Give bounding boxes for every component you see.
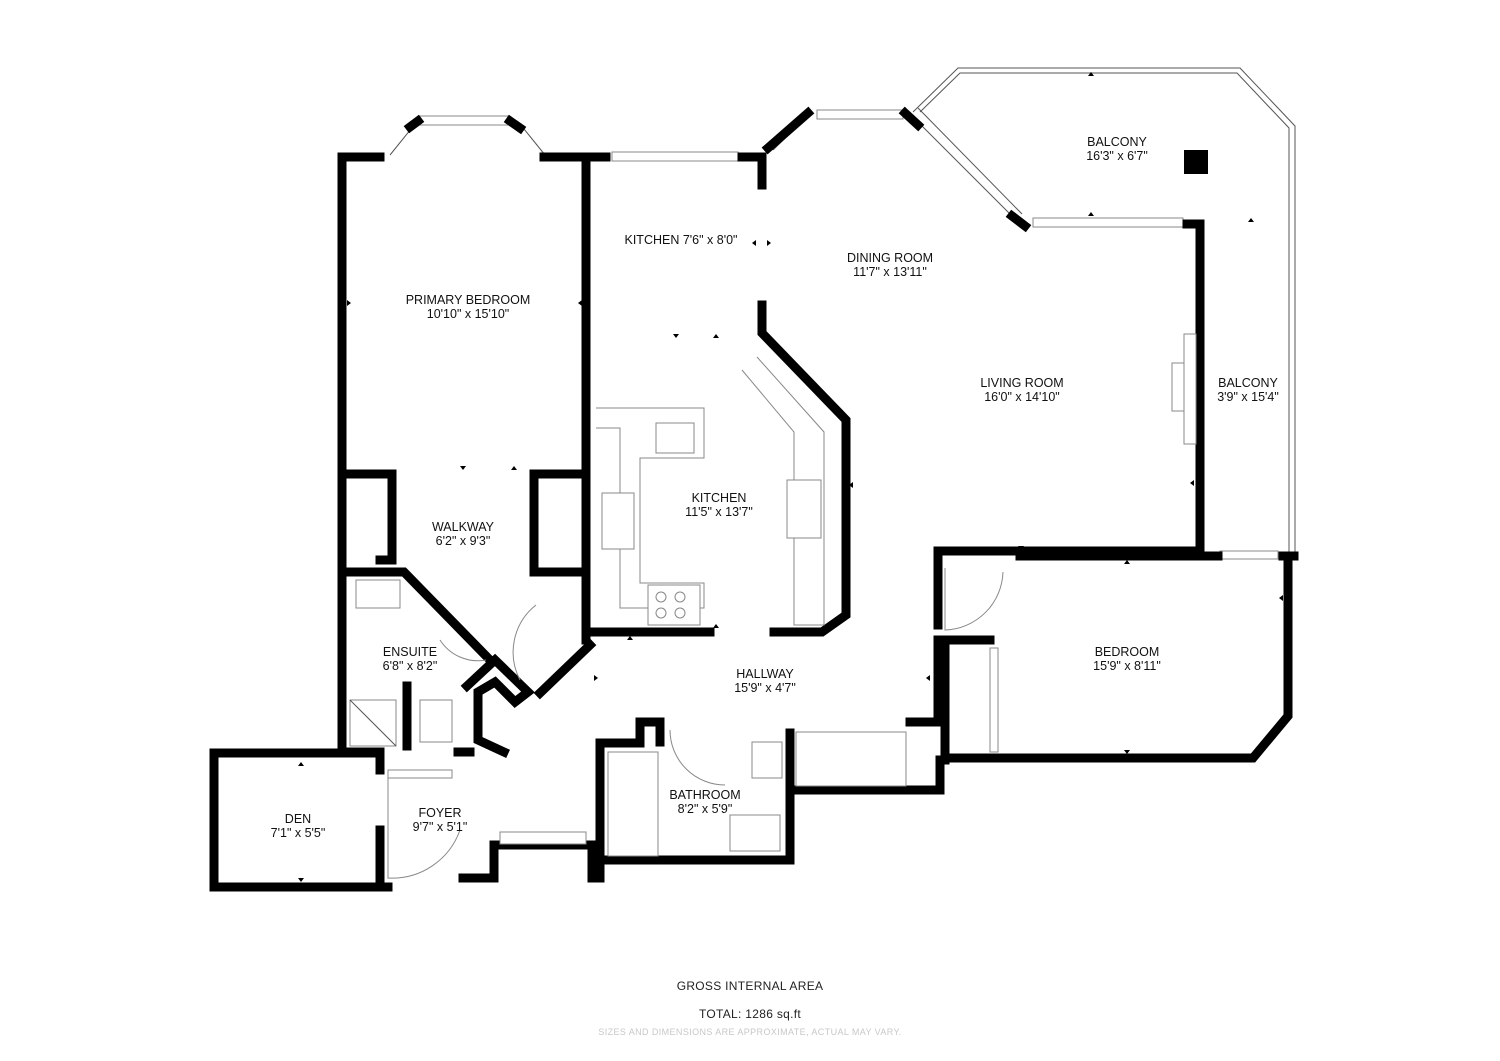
primary-bedroom-size: 10'10" x 15'10" <box>427 307 509 321</box>
room-labels: PRIMARY BEDROOM 10'10" x 15'10" KITCHEN … <box>271 135 1279 840</box>
balcony-top-name: BALCONY <box>1087 135 1147 149</box>
dining-room-size: 11'7" x 13'11" <box>853 265 927 279</box>
foyer-name: FOYER <box>418 806 461 820</box>
balcony-top-size: 16'3" x 6'7" <box>1086 149 1148 163</box>
den-name: DEN <box>285 812 311 826</box>
hallway-name: HALLWAY <box>736 667 794 681</box>
gross-internal-area-total: TOTAL: 1286 sq.ft <box>698 1007 802 1021</box>
primary-bedroom-name: PRIMARY BEDROOM <box>406 293 531 307</box>
dining-room-name: DINING ROOM <box>847 251 933 265</box>
balcony-side-name: BALCONY <box>1218 376 1278 390</box>
ensuite-size: 6'8" x 8'2" <box>383 659 438 673</box>
den-size: 7'1" x 5'5" <box>271 826 326 840</box>
gross-internal-area-title: GROSS INTERNAL AREA <box>676 979 824 993</box>
living-room-name: LIVING ROOM <box>980 376 1063 390</box>
balcony-post <box>1184 150 1208 174</box>
kitchen-top-label: KITCHEN 7'6" x 8'0" <box>625 233 738 247</box>
walls <box>209 106 1299 892</box>
foyer-size: 9'7" x 5'1" <box>413 820 468 834</box>
disclaimer-text: SIZES AND DIMENSIONS ARE APPROXIMATE, AC… <box>598 1027 902 1037</box>
bedroom-size: 15'9" x 8'11" <box>1093 659 1161 673</box>
living-room-size: 16'0" x 14'10" <box>984 390 1060 404</box>
hallway-size: 15'9" x 4'7" <box>734 681 796 695</box>
bathroom-size: 8'2" x 5'9" <box>678 802 733 816</box>
kitchen-fixtures <box>596 333 1197 626</box>
door-swings <box>387 568 1004 879</box>
bathroom-name: BATHROOM <box>669 788 740 802</box>
bath-fixtures <box>349 579 907 857</box>
walkway-size: 6'2" x 9'3" <box>436 534 491 548</box>
balcony-railing <box>909 67 1296 552</box>
dimension-markers <box>298 72 1283 882</box>
windows <box>389 109 1279 560</box>
balcony-side-size: 3'9" x 15'4" <box>1217 390 1279 404</box>
bedroom-name: BEDROOM <box>1095 645 1160 659</box>
ensuite-name: ENSUITE <box>383 645 437 659</box>
kitchen-size: 11'5" x 13'7" <box>685 505 753 519</box>
kitchen-name: KITCHEN <box>692 491 747 505</box>
walkway-name: WALKWAY <box>432 520 495 534</box>
